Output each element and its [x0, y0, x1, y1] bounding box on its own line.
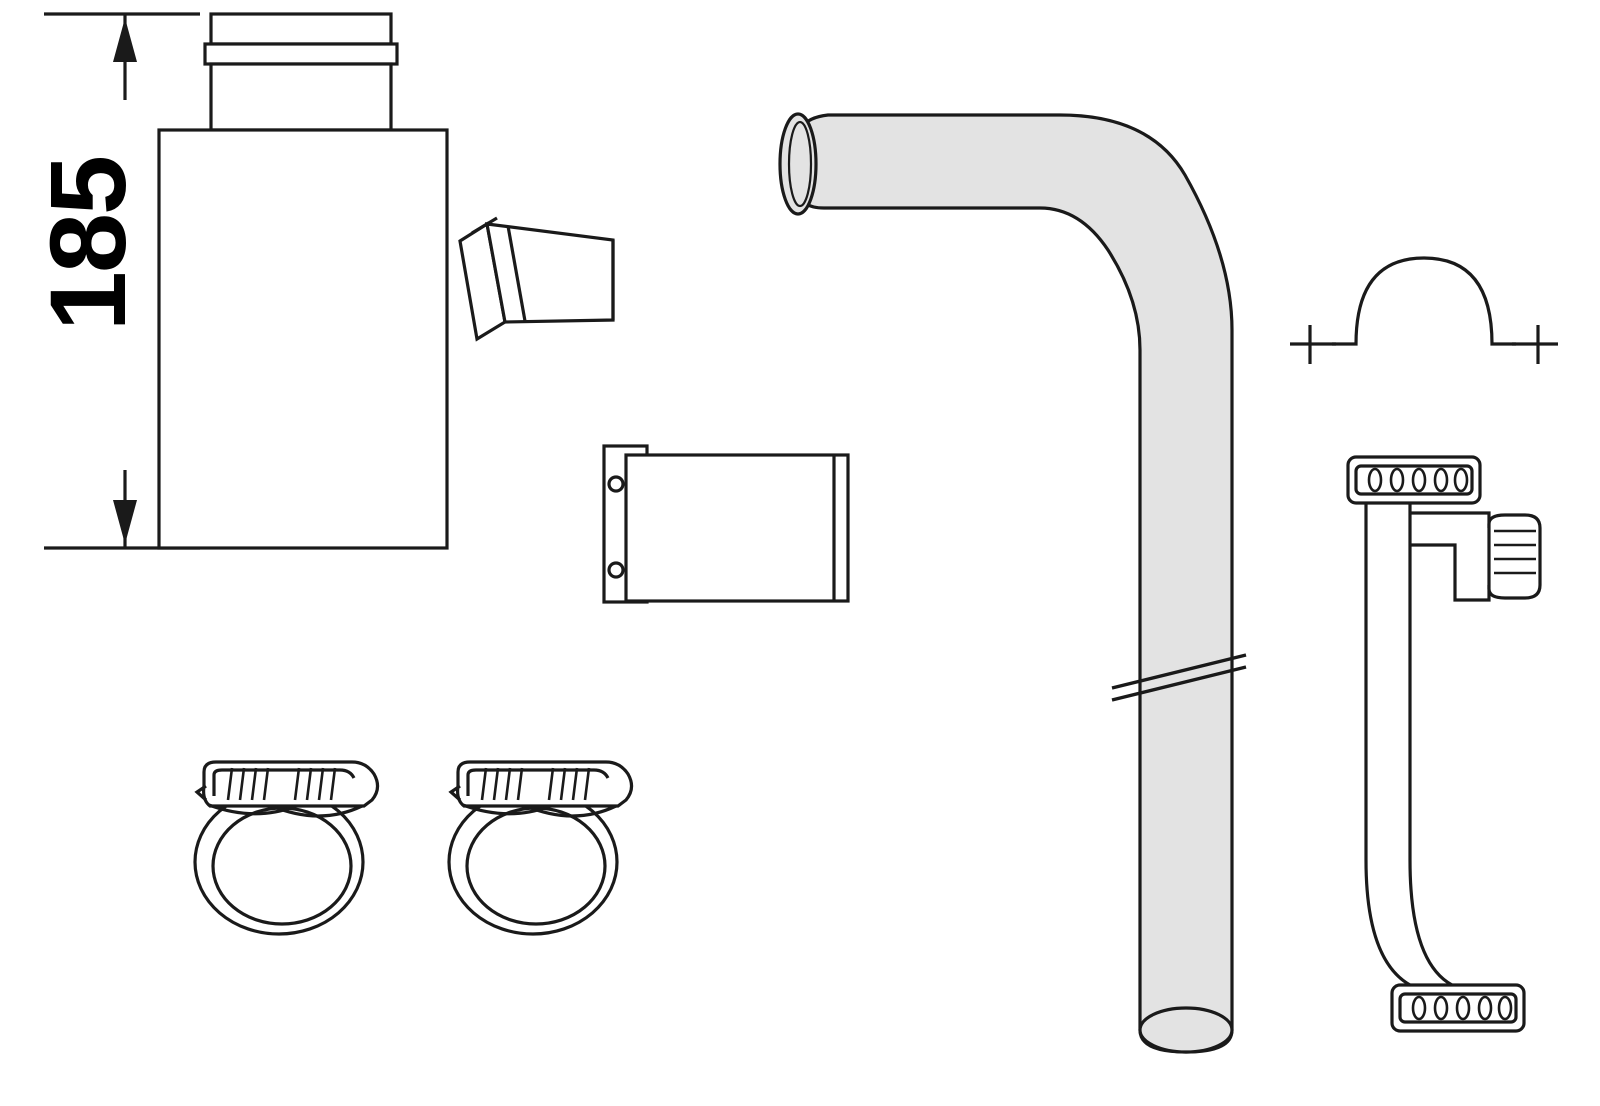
reservoir-tank-group [157, 12, 449, 550]
bent-hose-group [778, 112, 1247, 1054]
dimension-185-group [44, 12, 200, 550]
dimension-value-185: 185 [27, 156, 148, 332]
strap-band-group [1346, 455, 1542, 1033]
arch-profile-symbol-group [1290, 256, 1558, 364]
hose-clamp-left-group [193, 760, 380, 936]
mounting-bracket-group [602, 444, 850, 604]
angled-outlet-spout-group [458, 216, 615, 342]
hose-clamp-right-group [447, 760, 634, 936]
